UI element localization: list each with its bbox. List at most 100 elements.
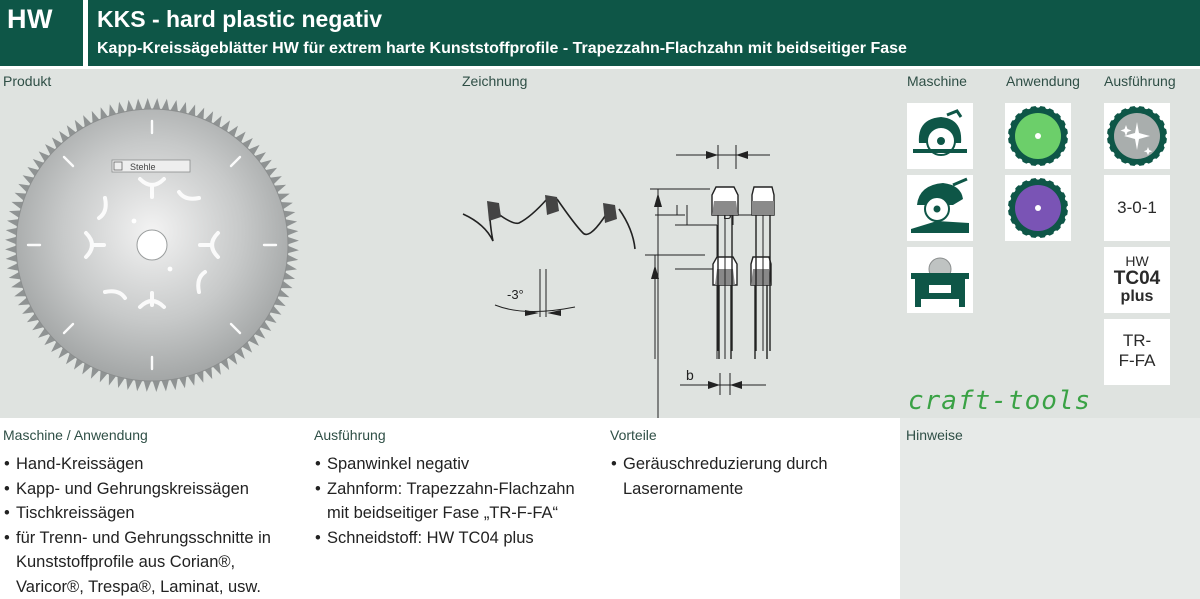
- list-item: Spanwinkel negativ: [315, 452, 595, 477]
- maschine-icon-1: [907, 103, 973, 169]
- blade-tooth-notch: [1060, 151, 1066, 157]
- label-maschine: Maschine: [907, 73, 967, 89]
- label-produkt: Produkt: [3, 73, 52, 89]
- blade-tooth-notch: [1104, 142, 1111, 149]
- blade-tooth-notch: [1143, 162, 1150, 169]
- blade-tooth-notch: [1163, 123, 1170, 130]
- blade-tooth-notch: [1064, 214, 1071, 221]
- blade-tooth-notch: [1053, 180, 1059, 186]
- code-box: HW: [0, 0, 83, 66]
- blade-tooth-notch: [1060, 187, 1066, 193]
- tooth-shape-box: TR- F-FA: [1104, 319, 1170, 385]
- tooth-shape-line2: F-FA: [1118, 351, 1156, 370]
- list-item: Tischkreissägen: [4, 501, 294, 526]
- anwendung-icon-2: [1004, 174, 1072, 242]
- blade-tooth-notch: [1017, 230, 1023, 236]
- blade-tooth-notch: [1064, 142, 1071, 149]
- anwendung-icon-1: [1004, 102, 1072, 170]
- drawing-dimensions: b: [650, 145, 775, 419]
- blade-tooth-notch: [1124, 162, 1131, 169]
- material-tc04: TC04: [1113, 268, 1161, 289]
- blade-tooth-notch: [1053, 108, 1059, 114]
- rake-angle-label: -3°: [507, 287, 524, 302]
- blade-tooth-notch: [1053, 158, 1059, 164]
- material-plus: plus: [1120, 288, 1154, 305]
- blade-tooth-notch: [1005, 142, 1012, 149]
- blade-tooth-notch: [1035, 102, 1041, 108]
- page-subtitle: Kapp-Kreissägeblätter HW für extrem hart…: [97, 40, 907, 57]
- blade-tooth-notch: [1025, 175, 1032, 182]
- blade-tooth-notch: [1064, 123, 1071, 130]
- blade-tooth-notch: [1152, 158, 1158, 164]
- header-separator: [83, 0, 88, 66]
- blade-tooth-notch: [1159, 151, 1165, 157]
- blade-tooth-notch: [1134, 102, 1140, 108]
- blade-tooth-notch: [1035, 236, 1041, 242]
- blade-tooth-notch: [1017, 180, 1023, 186]
- maschine-anwendung-list: Hand-Kreissägen Kapp- und Gehrungskreiss…: [4, 452, 294, 599]
- list-item: Geräuschreduzierung durch Laserornamente: [611, 452, 891, 501]
- maschine-icon-2: [907, 175, 973, 241]
- blade-tooth-notch: [1010, 223, 1016, 229]
- hand-circular-saw-icon: [913, 109, 967, 156]
- product-code: HW: [7, 4, 53, 34]
- blade-tooth-notch: [1010, 115, 1016, 121]
- code-box-301: 3-0-1: [1104, 175, 1170, 241]
- blade-tooth-notch: [1165, 133, 1171, 139]
- blade-tooth-notch: [1010, 187, 1016, 193]
- blade-tooth-notch: [1104, 123, 1111, 130]
- blade-tooth-notch: [1064, 195, 1071, 202]
- maschine-icon-3: [907, 247, 973, 313]
- label-maschine-anwendung: Maschine / Anwendung: [3, 427, 148, 443]
- brand-logo: craft-tools: [908, 386, 1092, 416]
- blade-tooth-notch: [1060, 223, 1066, 229]
- blade-tooth-notch: [1060, 115, 1066, 121]
- miter-saw-icon: [911, 177, 969, 233]
- vorteile-list: Geräuschreduzierung durch Laserornamente: [611, 452, 891, 501]
- blade-tooth-notch: [1066, 205, 1072, 211]
- blade-tooth-notch: [1109, 115, 1115, 121]
- blade-tooth-notch: [1103, 133, 1109, 139]
- blade-tooth-notch: [1017, 158, 1023, 164]
- blade-brand-label: Stehle: [130, 162, 156, 172]
- blade-tooth-notch: [1004, 133, 1010, 139]
- blade-tooth-notch: [1044, 234, 1051, 241]
- blade-tooth-notch: [1044, 103, 1051, 110]
- purple-disc-blade-icon: [1004, 174, 1072, 242]
- blade-tooth-notch: [1025, 234, 1032, 241]
- blade-tooth-notch: [1066, 133, 1072, 139]
- label-hinweise: Hinweise: [906, 427, 963, 443]
- blade-tooth-notch: [1134, 164, 1140, 170]
- saw-blade-image: Stehle: [5, 98, 299, 392]
- blade-tooth-notch: [1035, 164, 1041, 170]
- blade-tooth-notch: [1035, 174, 1041, 180]
- blade-tooth-notch: [1010, 151, 1016, 157]
- blade-tooth-notch: [1152, 108, 1158, 114]
- list-item: Kapp- und Gehrungskreissägen: [4, 477, 294, 502]
- hinweise-panel: [900, 418, 1200, 599]
- list-item: für Trenn- und Gehrungsschnitte in Kunst…: [4, 526, 294, 599]
- blade-tooth-notch: [1159, 115, 1165, 121]
- list-item: Zahnform: Trapezzahn-Flachzahn mit beids…: [315, 477, 595, 526]
- blade-tooth-notch: [1124, 103, 1131, 110]
- blade-tooth-notch: [1005, 214, 1012, 221]
- blade-tooth-notch: [1143, 103, 1150, 110]
- list-item: Schneidstoff: HW TC04 plus: [315, 526, 595, 551]
- blade-tooth-notch: [1005, 123, 1012, 130]
- material-hw: HW: [1125, 253, 1149, 269]
- ausfuehrung-icon-1: [1103, 102, 1171, 170]
- label-ausfuehrung-details: Ausführung: [314, 427, 386, 443]
- blade-tooth-notch: [1025, 103, 1032, 110]
- blade-tooth-notch: [1053, 230, 1059, 236]
- list-item: Hand-Kreissägen: [4, 452, 294, 477]
- blade-tooth-notch: [1116, 158, 1122, 164]
- ausfuehrung-list: Spanwinkel negativ Zahnform: Trapezzahn-…: [315, 452, 595, 550]
- blade-tooth-notch: [1025, 162, 1032, 169]
- header-bar: HW KKS - hard plastic negativ Kapp-Kreis…: [0, 0, 1200, 66]
- blade-tooth-notch: [1004, 205, 1010, 211]
- label-ausfuehrung: Ausführung: [1104, 73, 1176, 89]
- table-saw-icon: [911, 257, 969, 307]
- label-vorteile: Vorteile: [610, 427, 657, 443]
- blade-tooth-notch: [1116, 108, 1122, 114]
- blade-tooth-notch: [1163, 142, 1170, 149]
